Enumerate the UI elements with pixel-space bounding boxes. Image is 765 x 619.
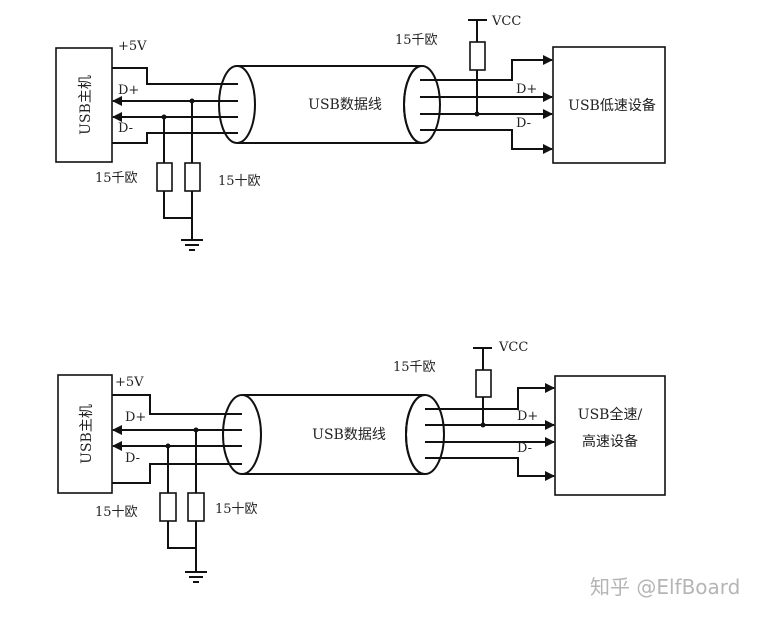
usb-host-label: USB主机: [79, 404, 95, 464]
pullup-resistor: [475, 369, 492, 398]
junction-dot: [474, 111, 480, 117]
pulldown-resistor-right: [184, 162, 201, 192]
low-speed-diagram: USB主机 +5V D+ D- 15千欧 15十欧 U: [55, 14, 666, 251]
cable-end-left: [222, 394, 262, 475]
pulldown-left-label: 15千欧: [95, 171, 138, 186]
host-dminus-label: D-: [125, 451, 140, 466]
pullup-label: 15千欧: [395, 33, 438, 48]
ground-icon: [185, 571, 207, 583]
cable-label: USB数据线: [312, 427, 386, 443]
device-gnd-wire: [420, 129, 553, 154]
pulldown-resistor-right: [187, 492, 205, 522]
power-label: +5V: [115, 375, 144, 390]
device-vbus-wire: [425, 383, 555, 410]
device-dminus-label: D-: [517, 441, 532, 456]
vcc-label: VCC: [498, 340, 528, 355]
pulldown-resistor-left: [156, 162, 173, 192]
vcc-label: VCC: [491, 14, 521, 29]
device-vbus-wire: [420, 55, 553, 81]
cable-end-right: [405, 394, 445, 475]
device-gnd-wire: [425, 457, 555, 481]
host-dminus-label: D-: [118, 121, 133, 136]
cable-end-right: [403, 65, 441, 144]
usb-host-box: [55, 47, 113, 163]
device-dplus-label: D+: [517, 409, 538, 424]
gnd-wire: [112, 463, 242, 484]
device-dplus-label: D+: [516, 82, 537, 97]
usb-host-box: [57, 374, 113, 494]
usb-device-box: [554, 375, 666, 496]
ground-icon: [181, 239, 203, 251]
device-label-line1: USB全速/: [578, 406, 643, 423]
host-dplus-label: D+: [118, 83, 139, 98]
pullup-resistor: [469, 41, 486, 71]
pullup-label: 15千欧: [393, 360, 436, 375]
device-dminus-label: D-: [516, 116, 531, 131]
pulldown-right-label: 15十欧: [215, 502, 258, 517]
pulldown-right-label: 15十欧: [218, 174, 261, 189]
junction-dot: [480, 422, 486, 428]
vbus-wire: [112, 394, 242, 415]
usb-device-box: [552, 46, 666, 164]
cable-label: USB数据线: [308, 97, 382, 113]
pulldown-left-label: 15十欧: [95, 505, 138, 520]
device-label-line2: 高速设备: [582, 433, 638, 450]
watermark: 知乎 @ElfBoard: [590, 575, 740, 599]
full-speed-diagram: USB主机 +5V D+ D- 15十欧 15十欧 USB数据线: [57, 340, 666, 583]
cable-end-left: [218, 65, 256, 144]
device-label: USB低速设备: [568, 97, 656, 114]
vbus-wire: [112, 67, 238, 85]
usb-host-label: USB主机: [78, 75, 94, 135]
power-label: +5V: [118, 39, 147, 54]
pulldown-resistor-left: [159, 492, 177, 522]
host-dplus-label: D+: [125, 410, 146, 425]
